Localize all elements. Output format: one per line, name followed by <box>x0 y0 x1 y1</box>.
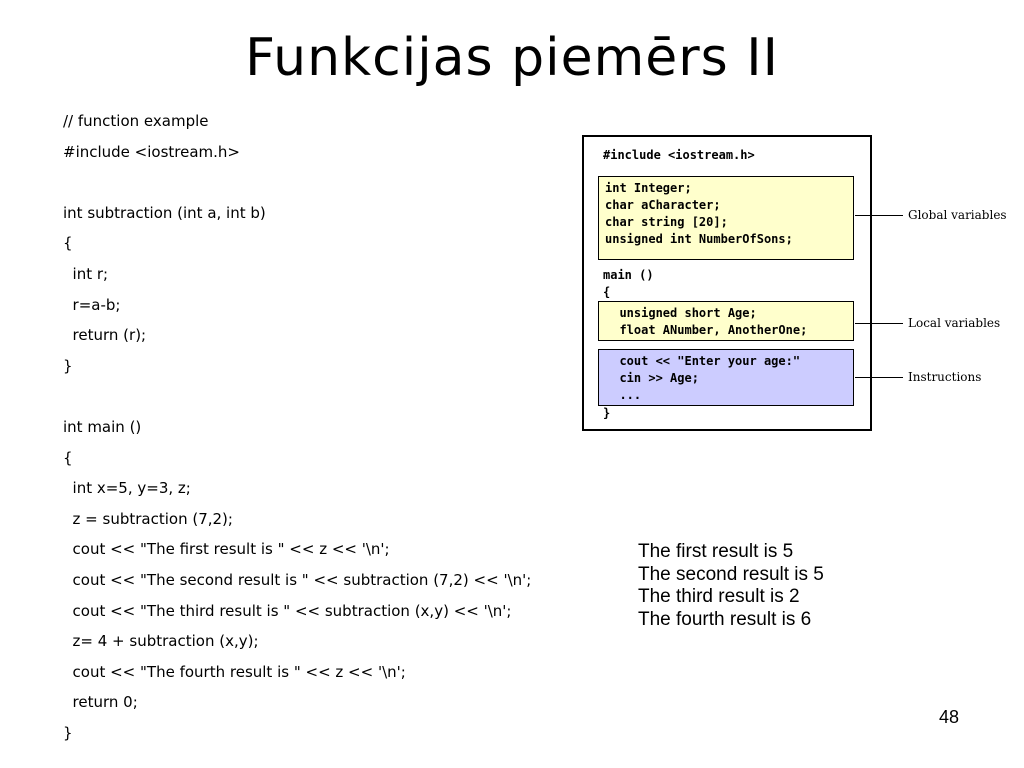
slide-title: Funkcijas piemērs II <box>245 28 779 88</box>
diagram-code-line: char aCharacter; <box>605 198 721 212</box>
global-connector-line <box>855 215 903 216</box>
code-line: { <box>63 448 73 467</box>
instructions-connector-line <box>855 377 903 378</box>
code-line: z = subtraction (7,2); <box>63 509 233 528</box>
diagram-code-line: cout << "Enter your age:" <box>605 354 801 368</box>
diagram-main-line: main () <box>603 268 654 282</box>
code-line: return (r); <box>63 326 147 345</box>
code-line <box>63 167 583 198</box>
instructions-label: Instructions <box>908 370 982 384</box>
local-variables-label: Local variables <box>908 316 1001 330</box>
code-line: #include <iostream.h> <box>63 142 241 161</box>
diagram-open-brace: { <box>603 285 611 299</box>
instructions-box: cout << "Enter your age:" cin >> Age; ..… <box>598 349 854 406</box>
code-line: cout << "The fourth result is " << z << … <box>63 662 406 681</box>
diagram-code-line: unsigned int NumberOfSons; <box>605 232 793 246</box>
code-line: int main () <box>63 417 142 436</box>
output-line: The third result is 2 <box>638 586 800 607</box>
code-line: // function example <box>63 112 209 130</box>
diagram-code-line: cin >> Age; <box>605 371 699 385</box>
code-line: { <box>63 234 73 253</box>
diagram-code-line: int Integer; <box>605 181 692 195</box>
code-line: int subtraction (int a, int b) <box>63 203 266 222</box>
program-output: The first result is 5 The second result … <box>638 541 824 631</box>
diagram-code-line: ... <box>605 388 642 402</box>
diagram-code-line: unsigned short Age; <box>605 306 757 320</box>
code-line: r=a-b; <box>63 295 121 314</box>
output-line: The second result is 5 <box>638 563 824 585</box>
diagram-include-line: #include <iostream.h> <box>603 148 755 162</box>
code-listing: // function example #include <iostream.h… <box>63 106 583 748</box>
code-line: z= 4 + subtraction (x,y); <box>63 632 259 651</box>
local-variables-box: unsigned short Age; float ANumber, Anoth… <box>598 301 854 341</box>
code-line: cout << "The second result is " << subtr… <box>63 570 532 589</box>
code-line: int r; <box>63 264 109 283</box>
global-variables-label: Global variables <box>908 208 1007 222</box>
code-line: int x=5, y=3, z; <box>63 479 191 498</box>
output-line: The fourth result is 6 <box>638 608 812 630</box>
local-connector-line <box>855 323 903 324</box>
code-line: } <box>63 356 73 375</box>
code-line: return 0; <box>63 693 138 712</box>
global-variables-box: int Integer; char aCharacter; char strin… <box>598 176 854 260</box>
code-line: cout << "The third result is " << subtra… <box>63 601 512 620</box>
page-number: 48 <box>939 707 960 727</box>
code-line: cout << "The first result is " << z << '… <box>63 540 390 559</box>
diagram-code-line: char string [20]; <box>605 215 728 229</box>
code-line <box>63 381 583 412</box>
diagram-code-line: float ANumber, AnotherOne; <box>605 323 808 337</box>
output-line: The first result is 5 <box>638 541 794 562</box>
diagram-close-brace: } <box>603 406 611 420</box>
code-line: } <box>63 723 73 742</box>
program-structure-diagram: #include <iostream.h> int Integer; char … <box>582 135 872 431</box>
